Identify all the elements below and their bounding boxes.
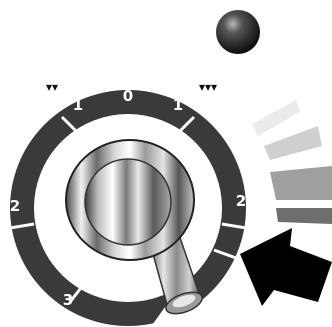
right-triple-marker: ▾▾▾ <box>199 80 217 94</box>
intensity-step-light <box>264 126 322 160</box>
status-ball-indicator <box>216 10 260 54</box>
intensity-step-medium <box>270 166 332 200</box>
intensity-step-dark <box>276 208 332 224</box>
dial-label-zero: 0 <box>123 87 133 105</box>
intensity-step-lightest <box>252 100 300 136</box>
intensity-indicator <box>252 100 332 224</box>
left-double-marker: ▾▾ <box>46 80 58 94</box>
dial-label-right-two: 2 <box>236 192 246 210</box>
rotary-knob[interactable] <box>66 140 205 318</box>
turn-direction-arrow-icon <box>240 228 332 306</box>
dial-label-right-one: 1 <box>173 96 183 114</box>
dial-label-left-two: 2 <box>10 197 20 215</box>
dial-label-left-one: 1 <box>73 96 83 114</box>
dial-label-bottom-three: 3 <box>63 291 73 309</box>
